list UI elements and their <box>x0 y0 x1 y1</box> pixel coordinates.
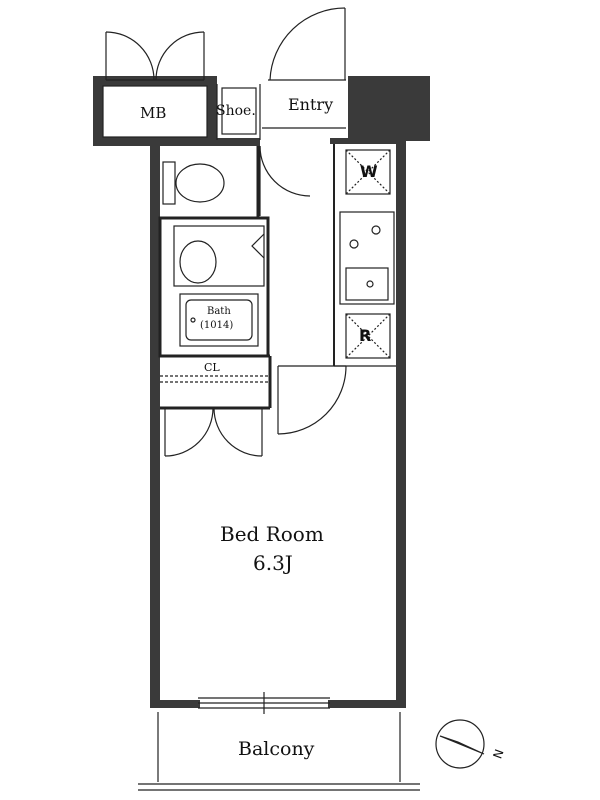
washer-label: W <box>360 162 378 181</box>
toilet-tank <box>162 161 176 205</box>
bathroom <box>158 216 270 358</box>
entry-label: Entry <box>288 95 334 114</box>
bath-size-label: (1014) <box>200 320 234 331</box>
washbasin <box>179 240 217 284</box>
meter-box <box>93 31 217 146</box>
shoe-cabinet-label: Shoe. <box>216 103 256 119</box>
balcony <box>138 712 420 791</box>
north-compass-icon <box>435 719 485 769</box>
bedroom-name-label: Bed Room <box>220 522 324 546</box>
toilet-room <box>160 146 260 220</box>
balcony-label: Balcony <box>238 738 315 760</box>
shoe-cabinet <box>221 87 257 135</box>
meter-box-label: MB <box>140 104 167 122</box>
sink <box>345 267 389 301</box>
bedroom-size-label: 6.3J <box>253 551 293 575</box>
stove <box>339 211 395 305</box>
washer-space <box>345 149 391 195</box>
structural-column <box>348 76 430 141</box>
balcony-window[interactable] <box>198 692 330 714</box>
bedroom-door[interactable] <box>277 365 347 435</box>
toilet-bowl <box>175 163 225 203</box>
closet <box>160 354 272 410</box>
fridge-space <box>345 313 391 359</box>
kitchen-counter <box>333 144 396 367</box>
outer-walls <box>150 138 406 708</box>
bathtub <box>179 293 259 347</box>
fridge-label: R <box>359 326 372 345</box>
toilet-door[interactable] <box>259 145 311 216</box>
bath-label: Bath <box>207 306 231 317</box>
meter-box-doors[interactable] <box>105 31 205 81</box>
entry-door[interactable] <box>268 7 346 81</box>
closet-doors[interactable] <box>164 407 263 457</box>
closet-label: CL <box>204 361 220 374</box>
